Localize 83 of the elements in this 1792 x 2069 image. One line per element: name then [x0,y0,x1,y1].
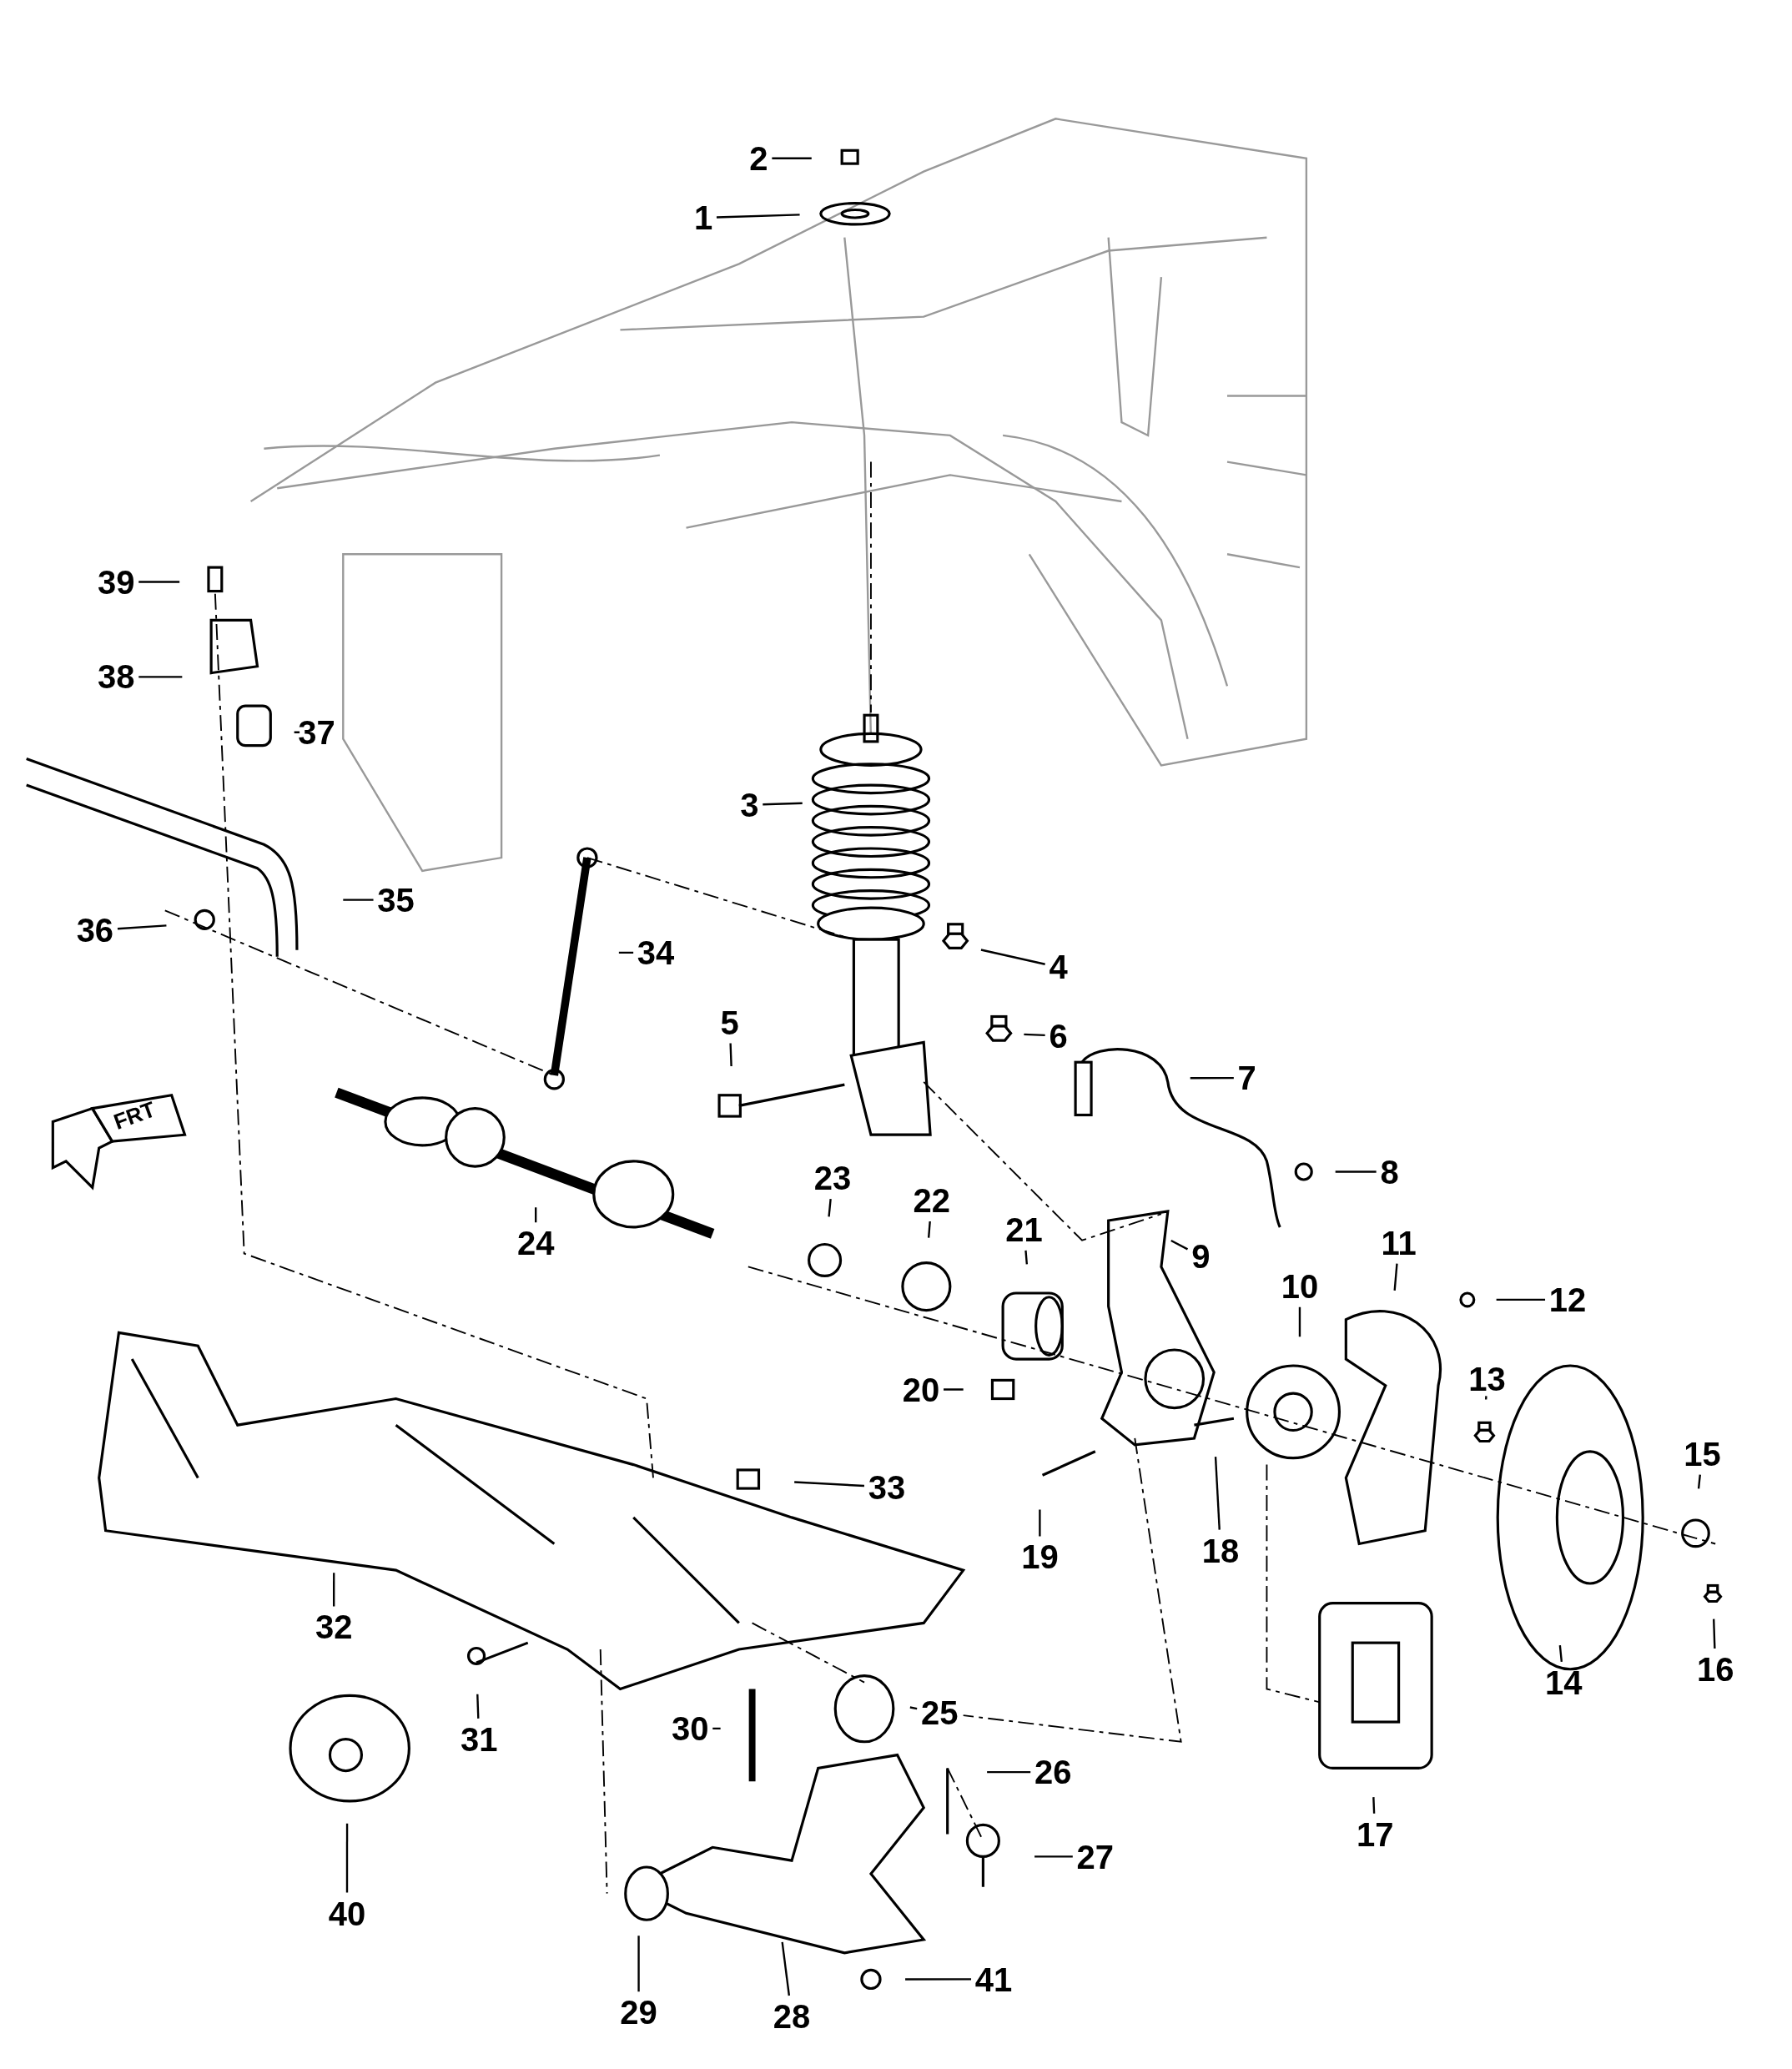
leader-line [1558,1645,1563,1662]
leader-line [345,1823,349,1893]
leader-line [905,1978,972,1981]
leader-line [1484,1396,1487,1400]
leader-line [333,1573,335,1607]
callout-number: 2 [749,141,768,175]
callout-number: 21 [1005,1213,1043,1247]
callout-number: 33 [868,1470,906,1504]
callout-number: 22 [913,1184,950,1218]
leader-line [1034,1855,1073,1858]
leader-line [1697,1474,1701,1489]
callout-number: 6 [1049,1019,1068,1053]
callout-number: 3 [740,788,759,822]
leader-line [1190,1077,1234,1080]
callout-number: 34 [637,936,675,969]
leader-line [1170,1240,1189,1251]
callout-number: 29 [620,1996,657,2030]
callout-number: 24 [516,1226,555,1260]
callout-number: 9 [1191,1239,1211,1273]
leader-line [1214,1457,1221,1530]
leader-line [927,1221,931,1238]
callout-number: 12 [1548,1283,1587,1316]
callout-number: 11 [1381,1226,1417,1260]
leader-line [535,1207,537,1223]
callout-number: 36 [76,914,114,948]
callout-number: 41 [974,1962,1013,1996]
leader-line [1713,1618,1716,1649]
leader-line [712,1727,721,1730]
leader-line [1024,1033,1045,1037]
leader-line [637,1936,640,1992]
leader-line [987,1770,1031,1774]
callout-number: 40 [328,1896,366,1931]
leader-line [1039,1509,1041,1537]
leader-line [729,1043,732,1067]
callout-number: 35 [377,883,415,917]
leader-line [944,1388,964,1391]
leader-line [909,1706,918,1710]
leader-line [716,214,800,219]
callout-number: 17 [1356,1817,1394,1851]
callout-number: 27 [1076,1840,1115,1874]
callout-number: 14 [1545,1665,1583,1699]
leader-line [794,1481,864,1488]
callout-number: 4 [1049,950,1068,984]
leader-line [763,802,803,806]
callout-number: 7 [1237,1061,1256,1095]
leader-line [343,899,374,901]
callout-number: 31 [460,1722,498,1756]
callout-number: 25 [920,1696,959,1730]
leader-line [294,731,300,733]
callout-number: 15 [1684,1437,1721,1472]
leader-line [138,676,183,678]
callout-number: 37 [298,715,335,749]
callout-number: 26 [1034,1755,1072,1790]
leader-line [980,949,1045,965]
leader-line [1298,1306,1301,1337]
leader-line [618,951,634,954]
leader-line [476,1694,480,1719]
callout-number: 30 [672,1712,709,1746]
leader-line [117,924,167,930]
leader-line [781,1941,791,1996]
callout-number: 5 [720,1005,739,1040]
leader-line [1393,1263,1398,1291]
leader-line [1024,1250,1029,1265]
leader-line [772,157,812,159]
callout-number: 19 [1021,1540,1059,1574]
leader-line [138,581,180,583]
leader-line [1496,1298,1546,1301]
callout-number: 13 [1468,1362,1506,1396]
callout-number: 32 [315,1610,353,1644]
callout-number: 1 [693,201,713,234]
callout-number: 28 [773,1999,811,2033]
callout-number: 20 [902,1372,940,1407]
leader-line [828,1199,832,1217]
leader-line [1372,1797,1376,1814]
callout-number: 16 [1697,1652,1734,1686]
callout-number: 8 [1380,1155,1399,1189]
callout-number: 10 [1281,1270,1319,1304]
callout-number: 18 [1201,1533,1240,1568]
callout-number: 39 [97,565,135,599]
callout-number: 23 [813,1161,852,1196]
callout-number: 38 [97,660,135,694]
leader-line [1335,1170,1377,1173]
direction-label: FRT [110,1096,159,1136]
